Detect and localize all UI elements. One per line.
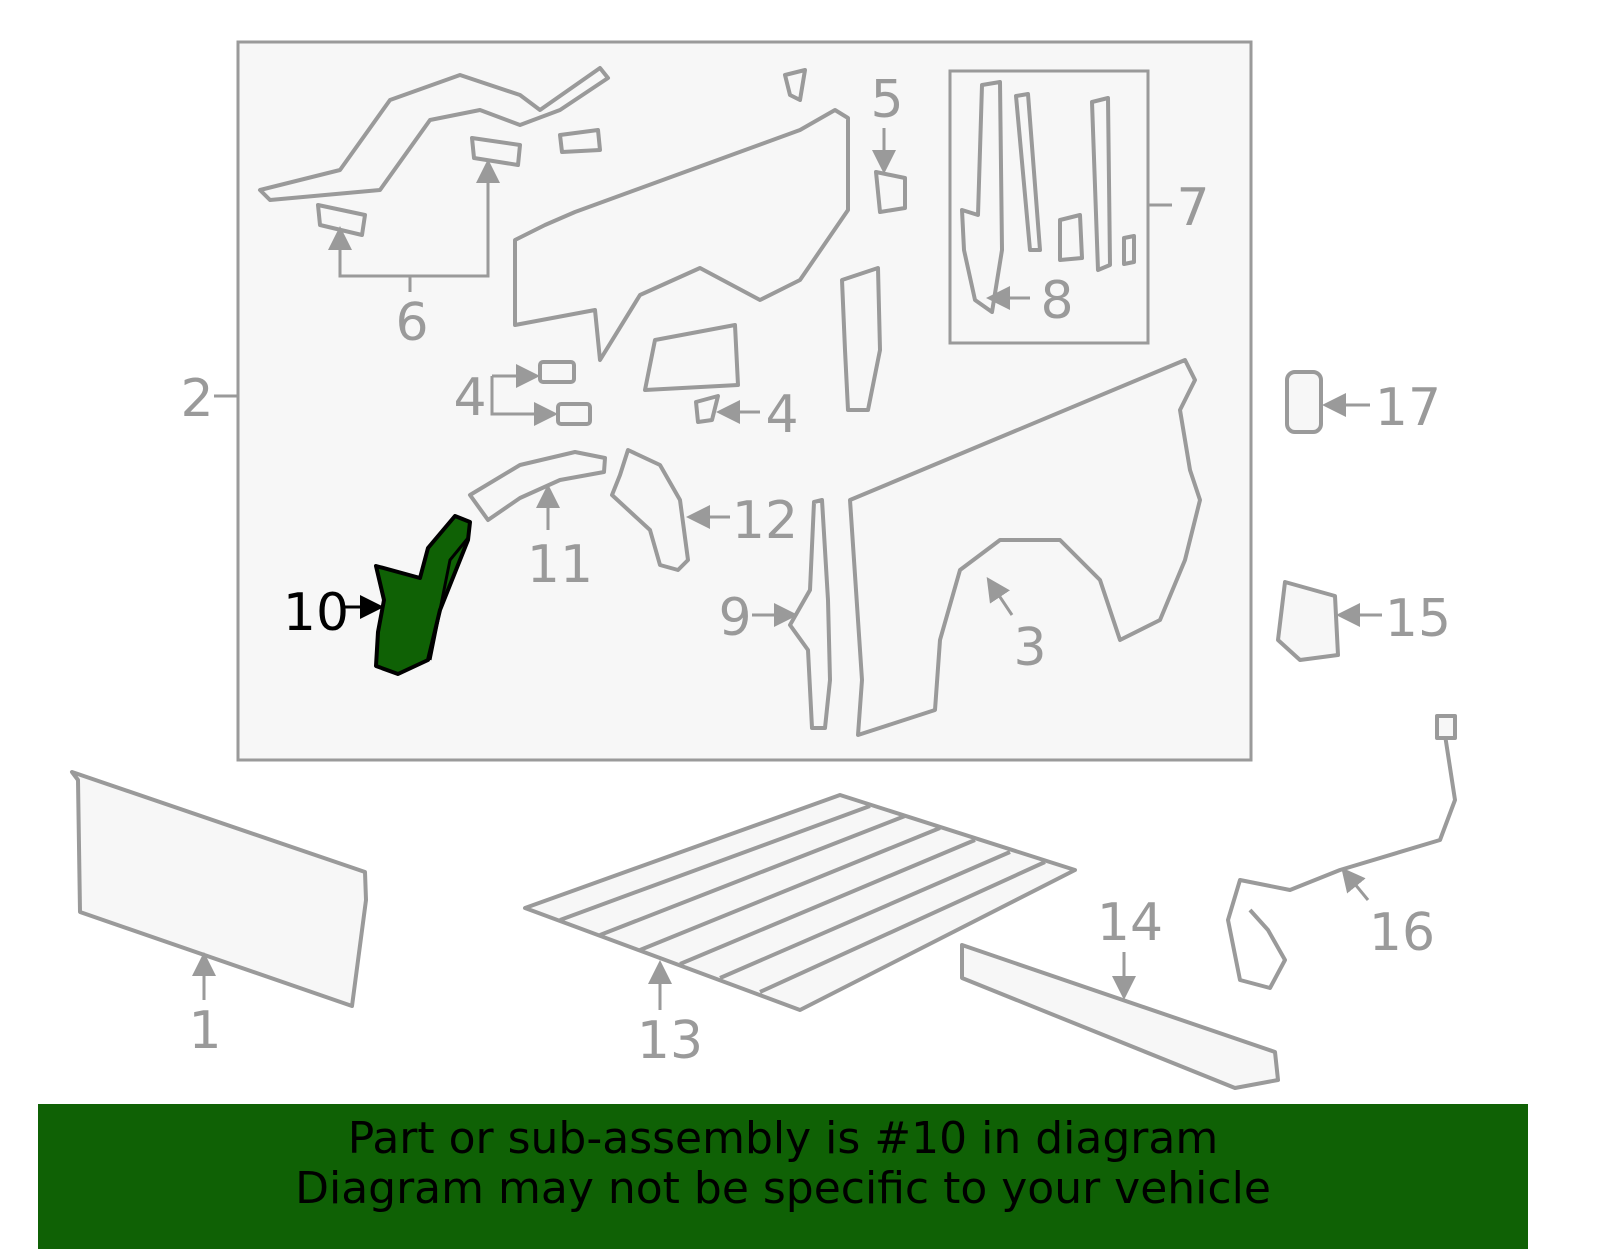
label-7: 7	[1176, 178, 1209, 238]
label-16: 16	[1369, 903, 1435, 963]
part-inner-panel[interactable]	[513, 68, 850, 362]
label-1: 1	[188, 1001, 221, 1061]
part-11[interactable]	[468, 450, 607, 530]
label-13: 13	[637, 1011, 703, 1071]
label-17: 17	[1375, 378, 1441, 438]
label-15: 15	[1385, 589, 1451, 649]
part-10-highlighted[interactable]	[344, 514, 472, 676]
label-10: 10	[283, 583, 349, 643]
banner-line-1: Part or sub-assembly is #10 in diagram	[347, 1113, 1219, 1164]
label-14: 14	[1097, 893, 1163, 953]
part-16[interactable]	[1226, 714, 1457, 990]
part-17[interactable]	[1285, 370, 1370, 434]
part-13[interactable]	[523, 793, 1077, 1012]
banner-line-2: Diagram may not be specific to your vehi…	[295, 1163, 1271, 1214]
label-9: 9	[718, 588, 751, 648]
info-banner: Part or sub-assembly is #10 in diagram D…	[38, 1104, 1528, 1249]
part-12[interactable]	[610, 448, 730, 572]
label-8: 8	[1040, 271, 1073, 331]
part-3[interactable]	[848, 358, 1202, 737]
part-5[interactable]	[872, 128, 907, 214]
part-15[interactable]	[1276, 580, 1382, 662]
label-11: 11	[527, 535, 593, 595]
part-6[interactable]	[258, 66, 610, 292]
part-9[interactable]	[752, 498, 832, 730]
part-14[interactable]	[960, 943, 1280, 1090]
part-1[interactable]	[70, 770, 368, 1008]
label-5: 5	[870, 70, 903, 130]
label-3: 3	[1013, 618, 1046, 678]
part-4[interactable]	[490, 323, 760, 426]
label-6: 6	[395, 293, 428, 353]
label-4b: 4	[765, 385, 798, 445]
label-4a: 4	[453, 368, 486, 428]
part-7-8[interactable]	[960, 80, 1136, 314]
group-box-7	[948, 69, 1150, 345]
label-12: 12	[732, 491, 798, 551]
part-pillar[interactable]	[840, 266, 882, 412]
label-2: 2	[180, 369, 213, 429]
